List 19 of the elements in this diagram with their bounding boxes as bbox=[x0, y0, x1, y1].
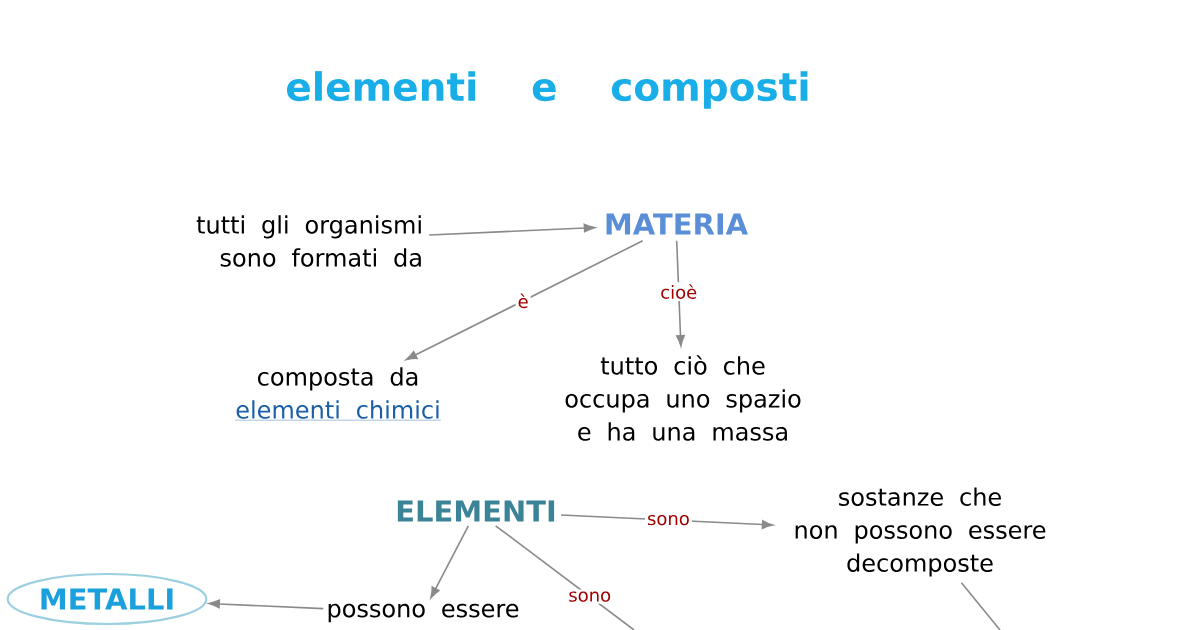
edge-label: sono bbox=[566, 589, 614, 604]
concept-heading: ELEMENTI bbox=[397, 500, 555, 522]
arrow bbox=[675, 239, 685, 347]
concept-text: possono essere bbox=[328, 603, 519, 623]
arrow bbox=[428, 223, 596, 236]
arrow bbox=[208, 599, 325, 610]
concept-text: sostanze che non possono essere decomposte bbox=[795, 487, 1046, 577]
concept-heading: MATERIA bbox=[606, 213, 748, 235]
title: elementi e composti bbox=[287, 71, 808, 109]
connector-line bbox=[494, 524, 635, 630]
edge-label: sono bbox=[645, 512, 692, 528]
arrow bbox=[430, 524, 470, 599]
concept-text: composta da elementi chimici bbox=[235, 367, 441, 421]
connector-line bbox=[960, 582, 1001, 630]
concept-text: tutti gli organismi sono formati da bbox=[196, 215, 421, 267]
concept-text: tutto ciò che occupa uno spazio e ha una massa bbox=[565, 355, 801, 441]
edge-label: cioè bbox=[658, 282, 700, 301]
edge-label: è bbox=[515, 291, 531, 311]
arrow bbox=[405, 239, 644, 361]
